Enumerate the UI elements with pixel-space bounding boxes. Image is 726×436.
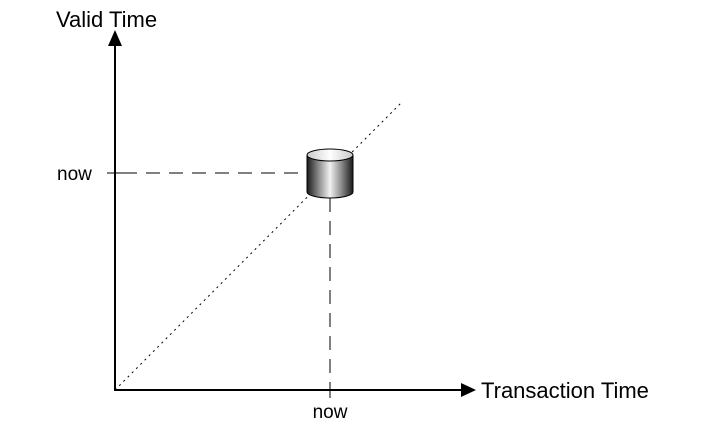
y-axis-label: Valid Time: [56, 7, 157, 32]
x-marker-label: now: [313, 402, 348, 423]
diagonal-dotted-line: [114, 101, 403, 391]
x-axis-label: Transaction Time: [481, 378, 649, 403]
y-axis-arrowhead: [108, 30, 122, 46]
x-axis-arrowhead: [461, 383, 476, 397]
cylinder-database-icon: [306, 148, 354, 199]
y-marker-label: now: [57, 164, 92, 185]
